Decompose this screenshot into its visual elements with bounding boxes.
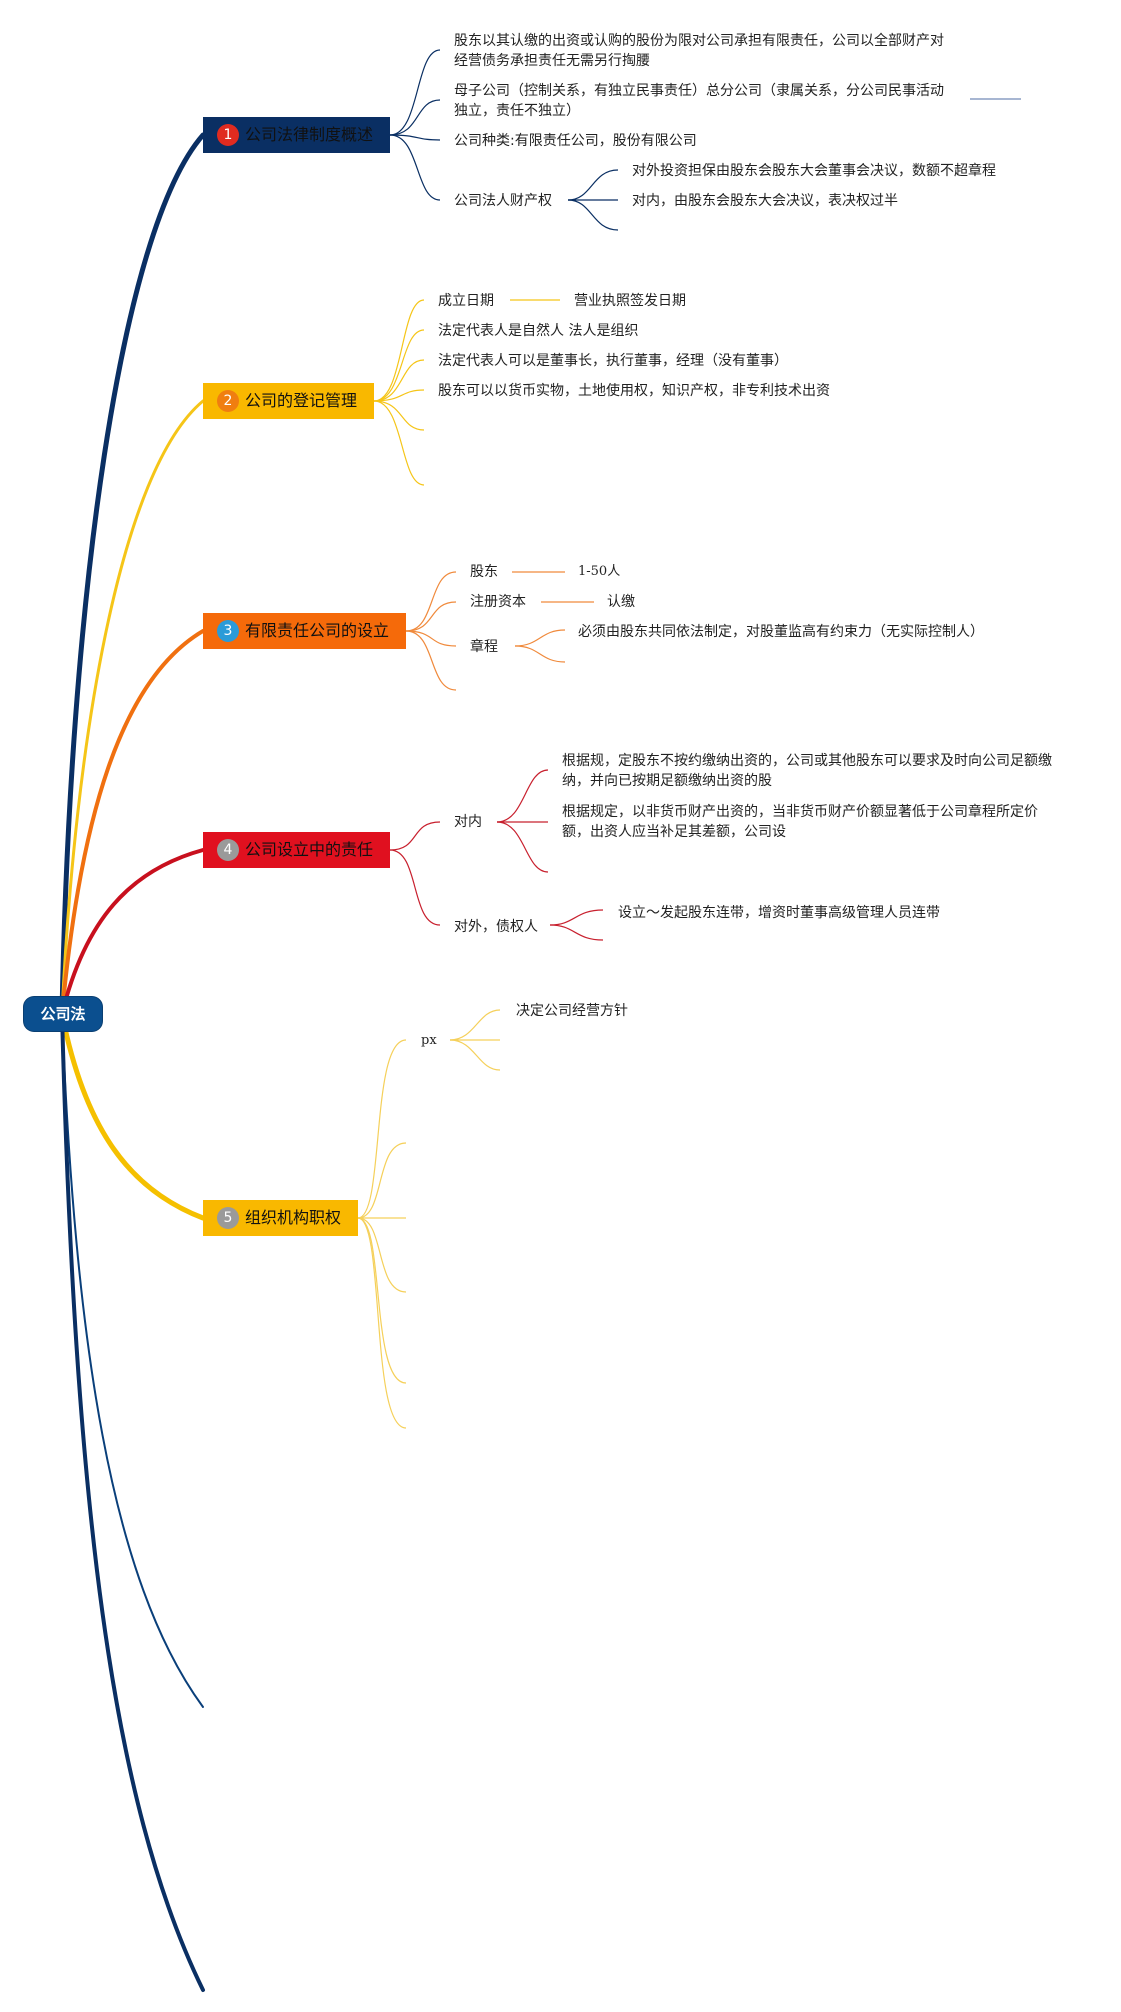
topic-label: 公司设立中的责任 [245,840,374,859]
branch-line-4 [60,848,205,1016]
subtopic-external-creditors[interactable]: 对外，债权人 [454,919,538,935]
topic-label: 公司法律制度概述 [245,125,374,144]
subtopic-company-types[interactable]: 公司种类:有限责任公司，股份有限公司 [454,133,697,149]
topic-number-badge: 5 [217,1207,239,1229]
topic-node-2[interactable]: 2 公司的登记管理 [203,383,374,419]
topic-node-1[interactable]: 1 公司法律制度概述 [203,117,390,153]
topic-2-connectors [373,299,560,486]
detail-internal-decision[interactable]: 对内，由股东会股东大会决议，表决权过半 [632,193,898,209]
topic-node-5[interactable]: 5 组织机构职权 [203,1200,358,1236]
detail-non-monetary-contribution[interactable]: 根据规定，以非货币财产出资的，当非货币财产价额显著低于公司章程所定价额，出资人应… [562,804,1038,840]
detail-unpaid-contribution[interactable]: 根据规，定股东不按约缴纳出资的，公司或其他股东可以要求及时向公司足额缴纳，并向已… [562,753,1052,789]
subtopic-parent-subsidiary[interactable]: 母子公司（控制关系，有独立民事责任）总分公司（隶属关系，分公司民事活动独立，责任… [454,83,944,119]
branch-line-7 [60,1012,205,1992]
topic-number-badge: 1 [217,124,239,146]
branch-line-2 [60,399,205,1016]
detail-external-guarantee[interactable]: 对外投资担保由股东会股东大会董事会决议，数额不超章程 [632,163,996,179]
detail-shareholder-count[interactable]: 1-50人 [578,564,621,579]
topic-number-badge: 2 [217,390,239,412]
subtopic-representative-roles[interactable]: 法定代表人可以是董事长，执行董事，经理（没有董事） [438,353,788,369]
topic-5-connectors [357,1009,501,1429]
detail-business-policy[interactable]: 决定公司经营方针 [516,1003,628,1019]
subtopic-internal[interactable]: 对内 [454,814,482,830]
topic-node-3[interactable]: 3 有限责任公司的设立 [203,613,406,649]
subtopic-registered-capital[interactable]: 注册资本 [470,594,526,610]
branch-line-5 [59,1011,206,1221]
detail-subscribed[interactable]: 认缴 [607,594,635,610]
topic-4-connectors [389,769,604,941]
topic-number-badge: 3 [217,620,239,642]
subtopic-limited-liability[interactable]: 股东以其认缴的出资或认购的股份为限对公司承担有限责任，公司以全部财产对经营债务承… [454,33,944,69]
subtopic-founding-date[interactable]: 成立日期 [438,293,494,309]
branch-line-3 [60,629,205,1016]
topic-1-connectors [389,49,619,231]
subtopic-px[interactable]: px [421,1033,437,1048]
topic-3-connectors [405,571,594,691]
branch-line-1 [59,132,206,1017]
topic-label: 公司的登记管理 [245,391,358,410]
topic-label: 有限责任公司的设立 [245,621,390,640]
subtopic-legal-representative[interactable]: 法定代表人是自然人 法人是组织 [438,323,639,339]
branch-line-6 [61,1013,204,1708]
subtopic-capital-contribution[interactable]: 股东可以以货币实物，土地使用权，知识产权，非专利技术出资 [438,383,830,399]
detail-articles-rule[interactable]: 必须由股东共同依法制定，对股董监高有约束力（无实际控制人） [578,624,984,640]
topic-node-4[interactable]: 4 公司设立中的责任 [203,832,390,868]
detail-license-date[interactable]: 营业执照签发日期 [574,293,686,309]
root-node[interactable]: 公司法 [24,997,102,1031]
subtopic-articles[interactable]: 章程 [470,639,498,655]
topic-label: 组织机构职权 [245,1208,342,1227]
detail-joint-liability[interactable]: 设立～发起股东连带，增资时董事高级管理人员连带 [618,905,940,921]
subtopic-property-right[interactable]: 公司法人财产权 [454,193,552,209]
topic-number-badge: 4 [217,839,239,861]
subtopic-shareholders[interactable]: 股东 [470,564,498,580]
